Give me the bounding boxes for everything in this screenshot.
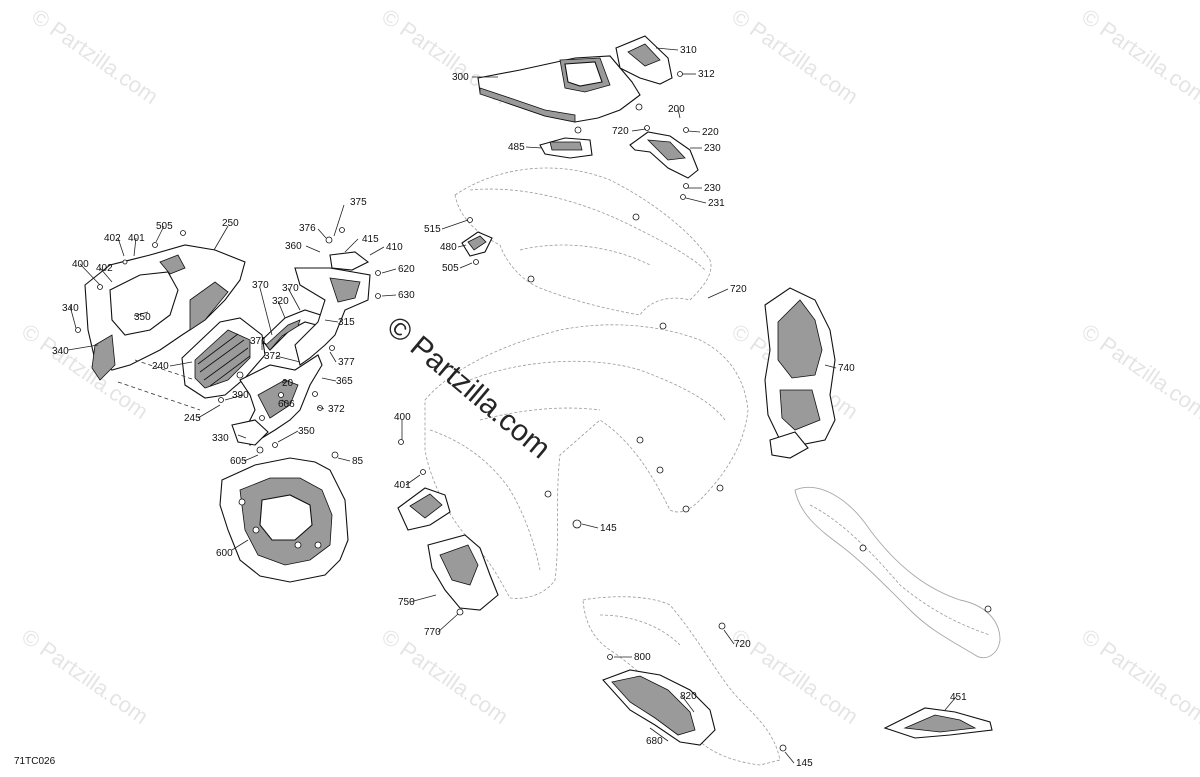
callout-240[interactable]: 240 (152, 361, 169, 372)
callout-20[interactable]: 20 (282, 378, 294, 389)
callout-365[interactable]: 365 (336, 376, 353, 387)
watermark: © Partzilla.com (1077, 319, 1200, 425)
callout-401[interactable]: 401 (394, 480, 411, 491)
callout-415[interactable]: 415 (362, 234, 379, 245)
part-330-mount (231, 419, 339, 459)
leader-lines (67, 47, 957, 764)
callout-800[interactable]: 800 (634, 652, 651, 663)
right-side-rail (794, 486, 1001, 659)
part-740-side-panel (764, 287, 836, 459)
callout-720[interactable]: 720 (730, 284, 747, 295)
lower-side-panel (582, 596, 787, 766)
callout-401[interactable]: 401 (128, 233, 145, 244)
callout-145[interactable]: 145 (600, 523, 617, 534)
diagram-code: 71TC026 (14, 756, 56, 767)
callout-410[interactable]: 410 (386, 242, 403, 253)
part-680-lower-trim (602, 669, 716, 746)
callout-375[interactable]: 375 (350, 197, 367, 208)
part-250-headlight-housing (75, 230, 246, 381)
callout-390[interactable]: 390 (232, 390, 249, 401)
callout-230[interactable]: 230 (704, 143, 721, 154)
callout-377[interactable]: 377 (338, 357, 355, 368)
main-body-panel (424, 324, 749, 599)
part-600-skid-plate (219, 457, 349, 583)
watermark: © Partzilla.com (17, 624, 153, 730)
callout-505[interactable]: 505 (442, 263, 459, 274)
callout-770[interactable]: 770 (424, 627, 441, 638)
callout-400[interactable]: 400 (72, 259, 89, 270)
callout-200[interactable]: 200 (668, 104, 685, 115)
part-310-frame-bracket (294, 227, 381, 366)
callout-231[interactable]: 231 (708, 198, 725, 209)
callout-145[interactable]: 145 (796, 758, 813, 769)
part-310-bracket (615, 35, 683, 85)
callout-720[interactable]: 720 (612, 126, 629, 137)
callout-372[interactable]: 372 (264, 351, 281, 362)
callout-245[interactable]: 245 (184, 413, 201, 424)
assembly-guide-line (117, 359, 201, 411)
part-485-clip (539, 137, 593, 159)
callout-370[interactable]: 370 (252, 280, 269, 291)
part-401-small-cover (397, 439, 451, 531)
watermark: © Partzilla.com (377, 624, 513, 730)
callout-350[interactable]: 350 (134, 312, 151, 323)
callout-300[interactable]: 300 (452, 72, 469, 83)
callout-371[interactable]: 371 (250, 336, 267, 347)
callout-370[interactable]: 370 (282, 283, 299, 294)
part-451-rear-trim (883, 707, 993, 739)
part-200-support (629, 125, 699, 200)
callout-330[interactable]: 330 (212, 433, 229, 444)
part-300-upper-console (477, 55, 643, 134)
callout-402[interactable]: 402 (104, 233, 121, 244)
callout-376[interactable]: 376 (299, 223, 316, 234)
callout-630[interactable]: 630 (398, 290, 415, 301)
callout-372[interactable]: 372 (328, 404, 345, 415)
callout-400[interactable]: 400 (394, 412, 411, 423)
callout-606[interactable]: 606 (278, 399, 295, 410)
callout-451[interactable]: 451 (950, 692, 967, 703)
callout-320[interactable]: 320 (272, 296, 289, 307)
callout-680[interactable]: 680 (646, 736, 663, 747)
callout-402[interactable]: 402 (96, 263, 113, 274)
callout-312[interactable]: 312 (698, 69, 715, 80)
callout-350[interactable]: 350 (298, 426, 315, 437)
callout-750[interactable]: 750 (398, 597, 415, 608)
callout-340[interactable]: 340 (62, 303, 79, 314)
upper-hood-panel (454, 167, 712, 330)
callout-740[interactable]: 740 (838, 363, 855, 374)
callout-820[interactable]: 820 (680, 691, 697, 702)
watermark: © Partzilla.com (27, 4, 163, 110)
callout-310[interactable]: 310 (680, 45, 697, 56)
callout-315[interactable]: 315 (338, 317, 355, 328)
part-20-side-bracket (239, 354, 323, 446)
watermark: © Partzilla.com (727, 4, 863, 110)
callout-485[interactable]: 485 (508, 142, 525, 153)
watermark: © Partzilla.com (1077, 624, 1200, 730)
watermark: © Partzilla.com (1077, 4, 1200, 110)
callout-720[interactable]: 720 (734, 639, 751, 650)
callout-480[interactable]: 480 (440, 242, 457, 253)
callout-labels: 300 310 312 200 720 220 230 485 230 231 … (52, 45, 967, 769)
callout-605[interactable]: 605 (230, 456, 247, 467)
callout-505[interactable]: 505 (156, 221, 173, 232)
callout-620[interactable]: 620 (398, 264, 415, 275)
callout-230[interactable]: 230 (704, 183, 721, 194)
callout-250[interactable]: 250 (222, 218, 239, 229)
part-480-latch (461, 217, 493, 265)
part-750-deflector (427, 534, 499, 616)
callout-85[interactable]: 85 (352, 456, 364, 467)
callout-600[interactable]: 600 (216, 548, 233, 559)
callout-340[interactable]: 340 (52, 346, 69, 357)
callout-220[interactable]: 220 (702, 127, 719, 138)
callout-515[interactable]: 515 (424, 224, 441, 235)
callout-360[interactable]: 360 (285, 241, 302, 252)
